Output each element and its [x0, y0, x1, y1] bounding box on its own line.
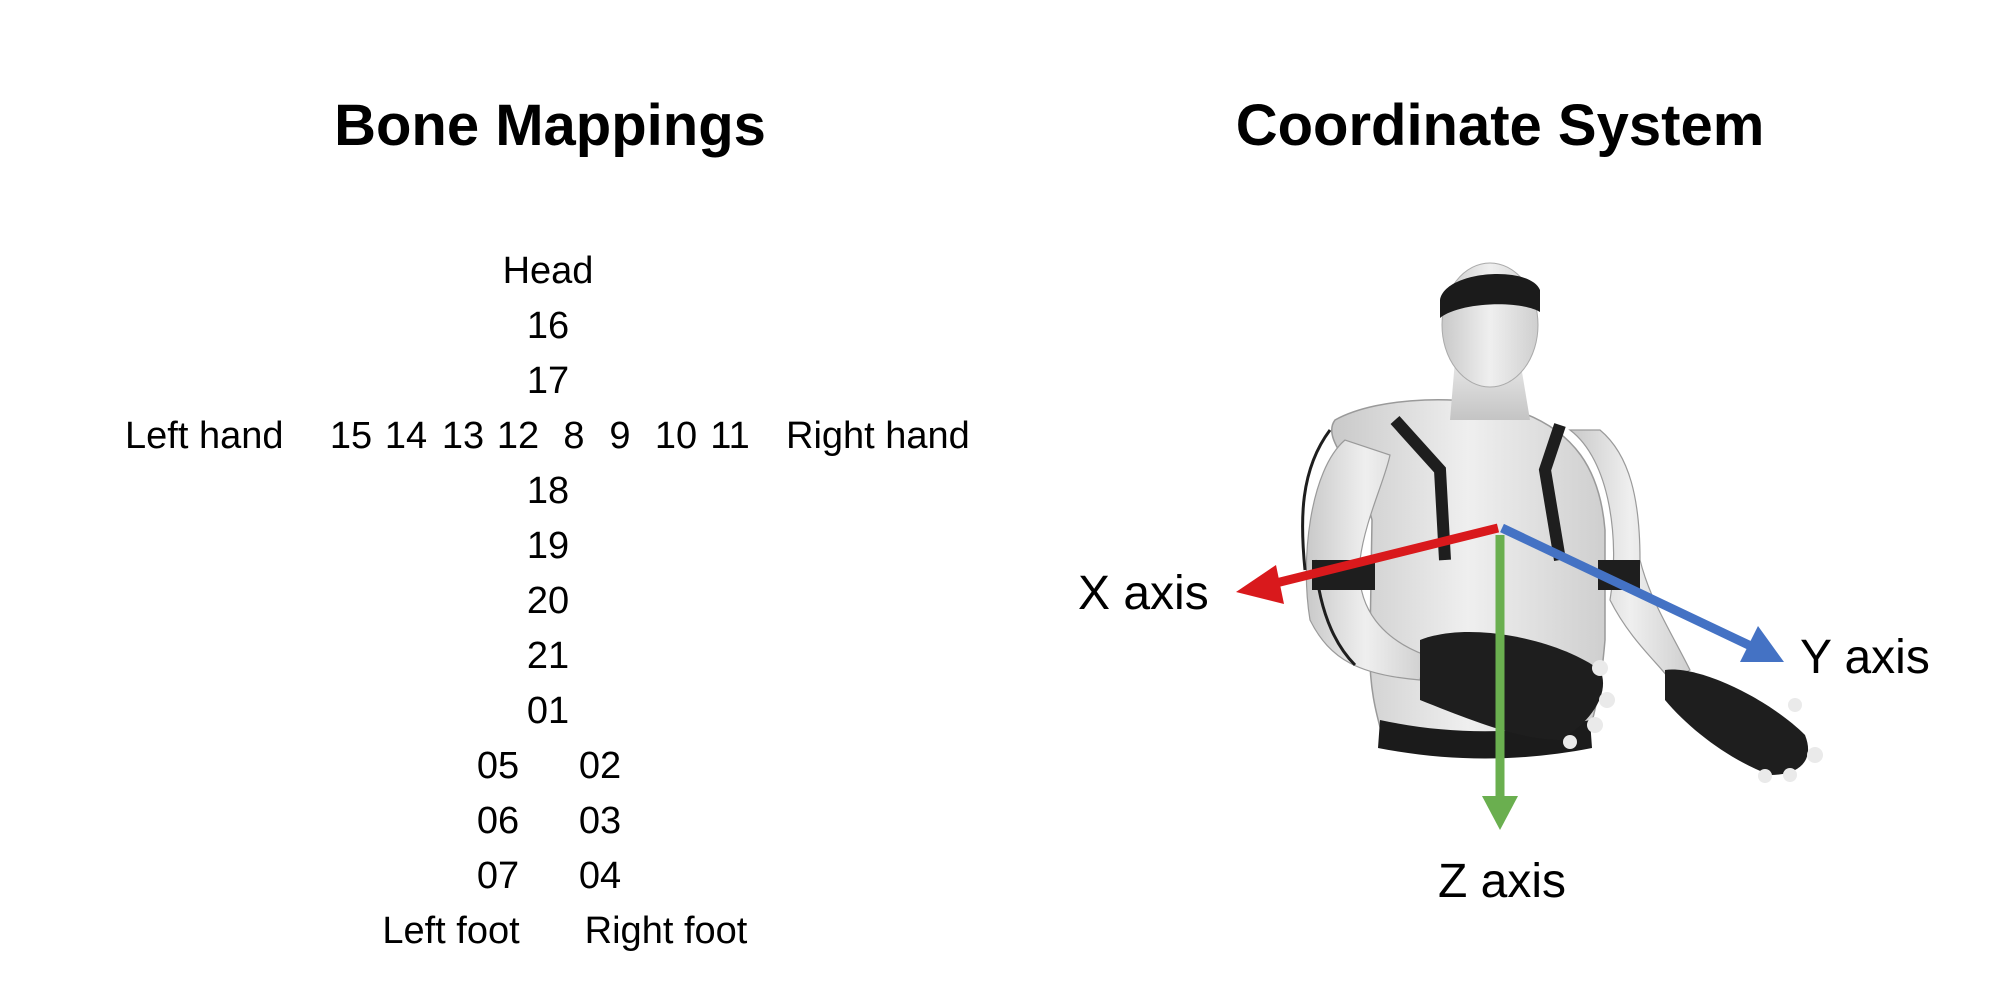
coordinate-system-title: Coordinate System	[1235, 93, 1765, 158]
right-hand-label: Right hand	[786, 415, 970, 457]
bone-18: 18	[526, 470, 570, 512]
y-axis-arrow	[1500, 523, 1784, 662]
x-axis-arrow	[1236, 523, 1500, 604]
z-axis-arrow	[1482, 535, 1518, 830]
bone-17: 17	[526, 360, 570, 402]
bone-03: 03	[578, 800, 622, 842]
bone-mappings-title: Bone Mappings	[334, 93, 766, 158]
bone-13: 13	[441, 415, 485, 457]
mannequin-figure	[1301, 262, 1823, 783]
right-foot-label: Right foot	[584, 910, 748, 952]
bone-02: 02	[578, 745, 622, 787]
bone-11: 11	[710, 415, 750, 457]
bone-01: 01	[526, 690, 570, 732]
bone-20: 20	[526, 580, 570, 622]
bone-10: 10	[654, 415, 698, 457]
bone-15: 15	[329, 415, 373, 457]
bone-14: 14	[384, 415, 428, 457]
coordinate-system-figure	[1236, 262, 1823, 830]
bone-05: 05	[476, 745, 520, 787]
bone-04: 04	[578, 855, 622, 897]
bone-16: 16	[526, 305, 570, 347]
head-label: Head	[502, 250, 594, 292]
x-axis-label: X axis	[1078, 567, 1209, 620]
bone-19: 19	[526, 525, 570, 567]
bone-06: 06	[476, 800, 520, 842]
left-foot-label: Left foot	[382, 910, 520, 952]
bone-8: 8	[563, 415, 585, 457]
left-hand-label: Left hand	[125, 415, 284, 457]
bone-21: 21	[526, 635, 570, 677]
bone-07: 07	[476, 855, 520, 897]
y-axis-label: Y axis	[1800, 631, 1930, 684]
bone-9: 9	[609, 415, 631, 457]
bone-12: 12	[496, 415, 540, 457]
z-axis-label: Z axis	[1438, 855, 1567, 908]
